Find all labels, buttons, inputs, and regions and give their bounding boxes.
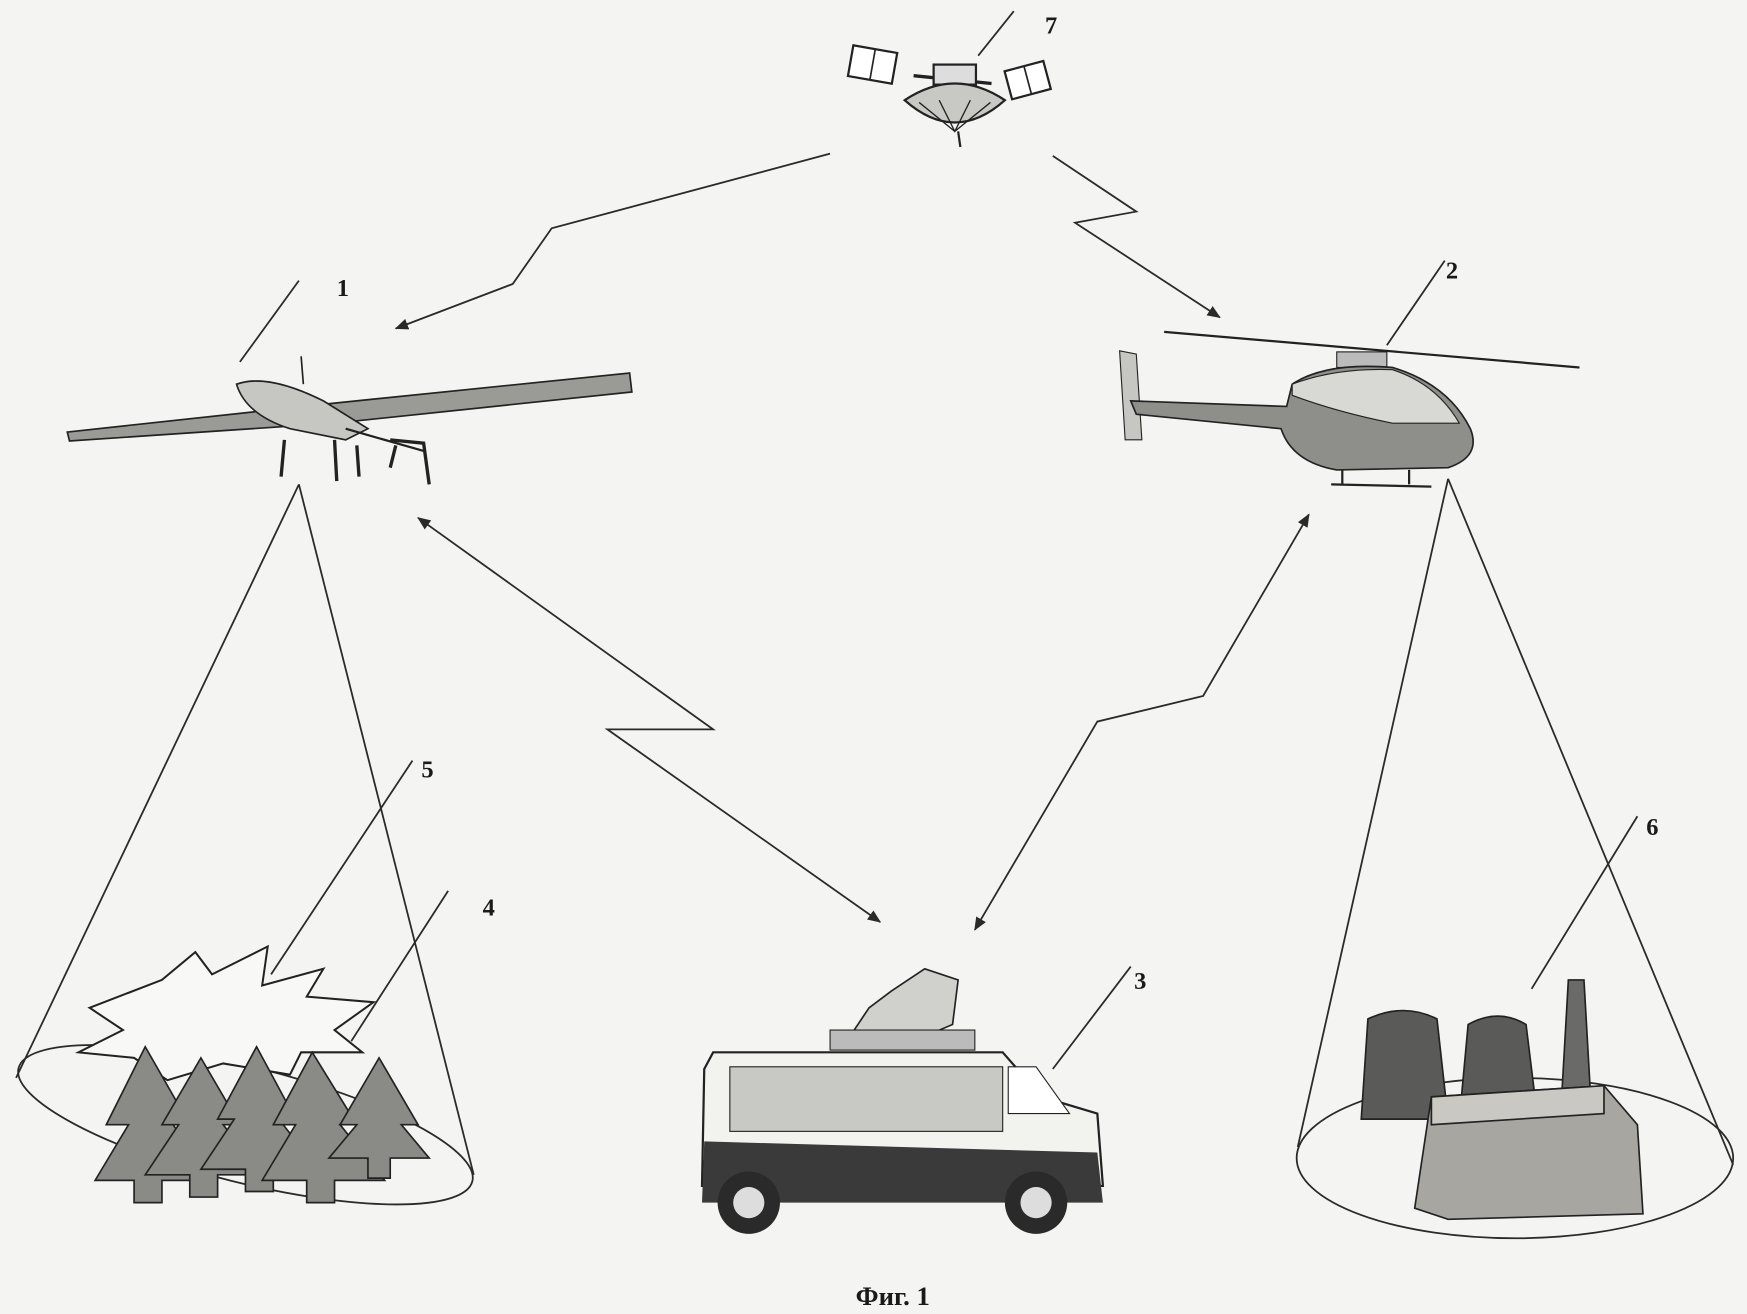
satellite-icon bbox=[848, 45, 1051, 147]
label-fire: 5 bbox=[271, 756, 434, 974]
uav-icon bbox=[67, 356, 632, 484]
label-uav: 1 bbox=[240, 275, 349, 362]
svg-text:2: 2 bbox=[1446, 257, 1458, 284]
link-satellite-uav bbox=[396, 154, 830, 329]
svg-text:4: 4 bbox=[483, 894, 495, 921]
link-satellite-helicopter bbox=[1053, 156, 1220, 317]
industrial-site-icon bbox=[1361, 980, 1643, 1219]
link-uav-ground-station bbox=[418, 518, 880, 922]
ground-station-van-icon bbox=[702, 969, 1103, 1234]
label-satellite: 7 bbox=[978, 11, 1057, 56]
svg-text:7: 7 bbox=[1045, 12, 1057, 39]
svg-text:6: 6 bbox=[1646, 814, 1658, 841]
svg-text:3: 3 bbox=[1134, 968, 1146, 995]
label-forest: 4 bbox=[351, 891, 495, 1041]
fire-burst-icon bbox=[78, 947, 373, 1081]
forest-icon bbox=[95, 1047, 429, 1203]
label-ground-station: 3 bbox=[1053, 967, 1147, 1069]
figure-caption: Фиг. 1 bbox=[856, 1281, 930, 1311]
svg-text:1: 1 bbox=[337, 275, 349, 302]
link-helicopter-ground-station bbox=[975, 514, 1309, 929]
label-helicopter: 2 bbox=[1387, 257, 1458, 345]
svg-text:5: 5 bbox=[421, 756, 433, 783]
label-industrial-site: 6 bbox=[1532, 814, 1659, 989]
helicopter-icon bbox=[1120, 332, 1580, 487]
